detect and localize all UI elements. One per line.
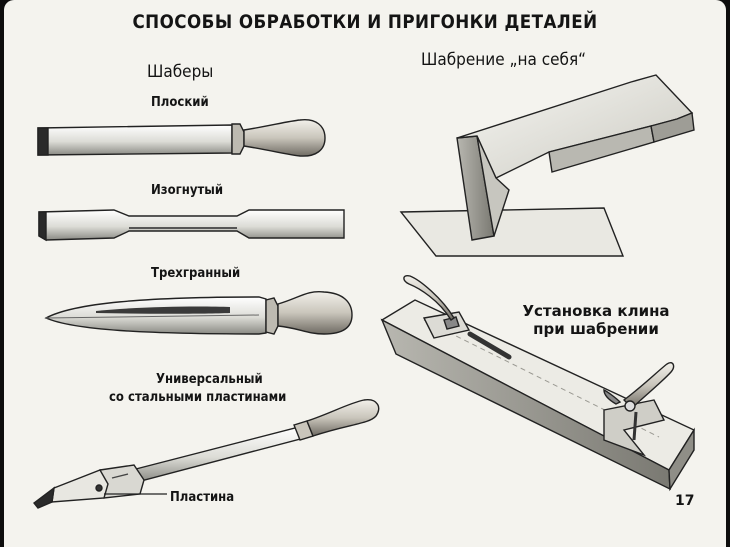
label-triangular: Трехгранный — [151, 266, 241, 281]
label-flat: Плоский — [151, 95, 209, 110]
illustrations — [33, 74, 696, 509]
label-bent: Изогнутый — [151, 183, 224, 198]
flat-scraper-drawing — [37, 119, 326, 157]
universal-scraper-drawing — [33, 399, 380, 509]
label-wedge-line2: при шабрении — [533, 320, 659, 338]
bent-scraper-drawing — [38, 209, 345, 242]
label-wedge-line1: Установка клина — [522, 302, 670, 320]
label-plate: Пластина — [170, 490, 235, 505]
page-number: 17 — [675, 493, 695, 509]
slide-page: СПОСОБЫ ОБРАБОТКИ И ПРИГОНКИ ДЕТАЛЕЙ Шаб… — [4, 0, 726, 547]
scraping-heading: Шабрение „на себя“ — [421, 50, 587, 70]
scrapers-heading: Шаберы — [147, 62, 214, 82]
label-wedge: Установка клина при шабрении — [516, 302, 676, 338]
label-universal-line2: со стальными пластинами — [109, 390, 287, 405]
triangular-scraper-drawing — [44, 290, 353, 335]
slide-title: СПОСОБЫ ОБРАБОТКИ И ПРИГОНКИ ДЕТАЛЕЙ — [132, 11, 598, 33]
wedge-setup-drawing — [380, 274, 696, 492]
scraping-towards-self-drawing — [399, 74, 695, 257]
label-universal-line1: Универсальный — [156, 372, 263, 387]
